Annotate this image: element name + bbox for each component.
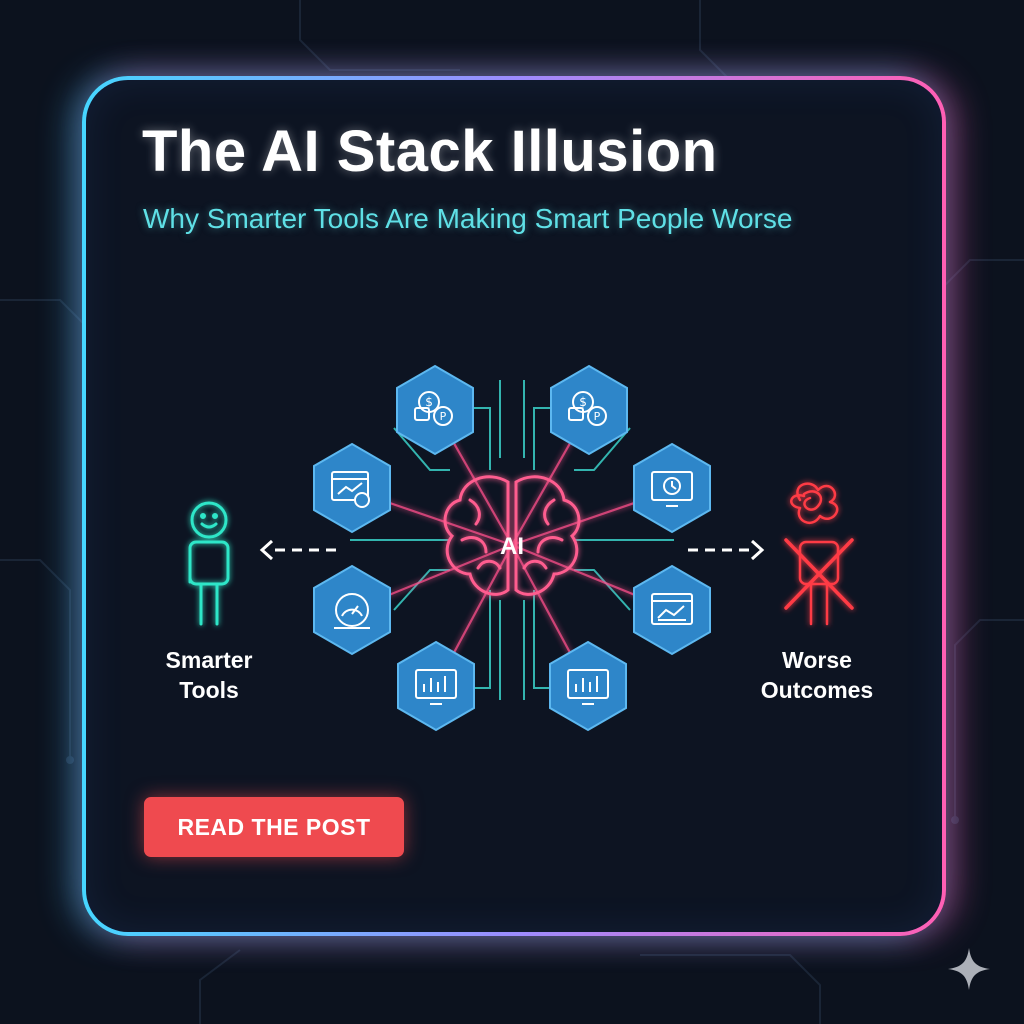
chart-window-icon (313, 443, 391, 533)
right-dashed-arrow (688, 539, 765, 561)
worse-outcomes-label: Worse Outcomes (760, 647, 874, 703)
dollar-pay-icon: $ P (550, 365, 628, 455)
overwhelmed-person-icon (784, 482, 854, 626)
left-dashed-arrow (259, 539, 336, 561)
svg-text:P: P (440, 410, 447, 423)
svg-text:$: $ (425, 395, 433, 409)
neon-frame (82, 76, 946, 936)
sparkle-icon (948, 948, 990, 990)
bar-chart-monitor-icon (397, 641, 475, 731)
read-the-post-button[interactable]: READ THE POST (144, 797, 404, 857)
smarter-tools-label: Smarter Tools (165, 647, 253, 703)
clock-monitor-icon (633, 443, 711, 533)
brain-icon (443, 475, 581, 596)
page-subtitle: Why Smarter Tools Are Making Smart Peopl… (143, 203, 793, 234)
dollar-pay-icon: $ P (396, 365, 474, 455)
svg-text:$: $ (579, 395, 587, 409)
circuit-connectors (350, 380, 674, 700)
smiling-person-icon (188, 501, 230, 626)
svg-text:P: P (594, 410, 601, 423)
line-chart-window-icon (633, 565, 711, 655)
gauge-icon (313, 565, 391, 655)
bar-chart-monitor-icon (549, 641, 627, 731)
tool-hexagons: $ P $ P (313, 365, 711, 731)
brain-center-label: AI (500, 533, 524, 560)
page-title: The AI Stack Illusion (142, 119, 718, 184)
